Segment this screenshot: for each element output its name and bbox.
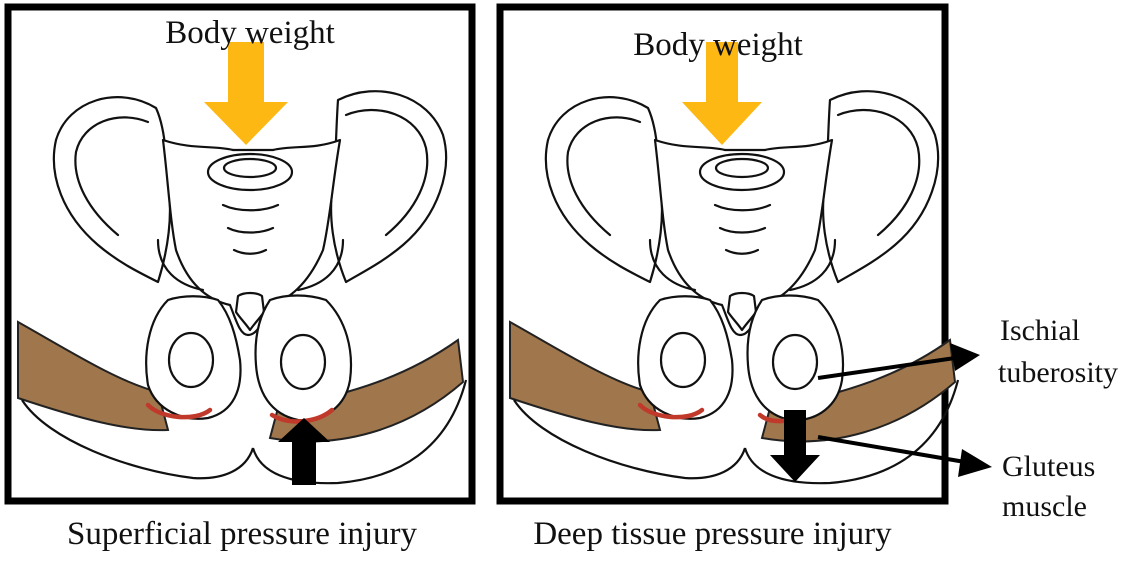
body-weight-arrow bbox=[204, 42, 288, 145]
body-weight-label: Body weight bbox=[633, 27, 803, 63]
callout-label-line2: muscle bbox=[1002, 490, 1087, 523]
callout-ischial-tuberosity: Ischial tuberosity bbox=[818, 314, 1118, 389]
callout-label-line1: Ischial bbox=[1000, 314, 1080, 347]
callout-label-line2: tuberosity bbox=[998, 356, 1118, 389]
callout-gluteus-muscle: Gluteus muscle bbox=[818, 437, 1095, 523]
callout-arrowhead bbox=[958, 449, 992, 477]
callout-arrowhead bbox=[950, 343, 980, 371]
caption-deep-tissue: Deep tissue pressure injury bbox=[500, 516, 925, 553]
panel-deep-tissue: Body weight bbox=[500, 7, 958, 501]
callout-label-line1: Gluteus bbox=[1002, 450, 1095, 483]
caption-superficial: Superficial pressure injury bbox=[22, 516, 462, 553]
body-weight-label: Body weight bbox=[165, 15, 335, 51]
panel-superficial: Body weight bbox=[8, 7, 472, 501]
